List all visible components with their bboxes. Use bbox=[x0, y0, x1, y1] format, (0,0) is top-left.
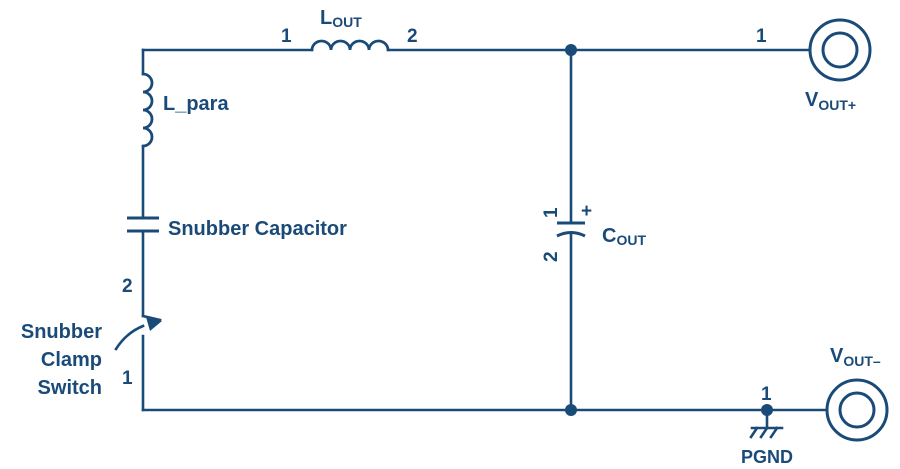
switch-pointer bbox=[114, 324, 145, 351]
switch-pin1: 1 bbox=[122, 368, 133, 389]
vout-plus-terminal-outer[interactable] bbox=[808, 18, 872, 82]
junction-dot-top bbox=[565, 44, 577, 56]
vout-minus-terminal-outer[interactable] bbox=[825, 378, 889, 442]
vout-minus-pin: 1 bbox=[761, 384, 772, 405]
vout-minus-terminal-inner bbox=[838, 391, 876, 429]
pgnd-hatch bbox=[749, 426, 779, 439]
vout-plus-terminal-inner bbox=[821, 31, 859, 69]
vout-plus-pin: 1 bbox=[756, 26, 767, 47]
lout-inductor bbox=[310, 39, 390, 52]
cout-polarity: + bbox=[581, 201, 592, 222]
junction-dot-bottom bbox=[565, 404, 577, 416]
snubber-capacitor-label: Snubber Capacitor bbox=[168, 218, 347, 240]
cout-pin2: 2 bbox=[541, 251, 562, 262]
lout-label: LOUT bbox=[320, 7, 362, 30]
vout-plus-label: VOUT+ bbox=[805, 89, 856, 113]
l-para-label: L_para bbox=[163, 93, 229, 115]
cout-pin1: 1 bbox=[541, 207, 562, 218]
vout-minus-label: VOUT– bbox=[830, 345, 881, 369]
lout-pin1: 1 bbox=[281, 26, 292, 47]
switch-blade bbox=[141, 314, 162, 322]
cout-label: COUT bbox=[602, 225, 646, 248]
pgnd-label: PGND bbox=[741, 447, 793, 467]
switch-label-line1: Snubber bbox=[21, 321, 102, 343]
switch-label-line3: Switch bbox=[38, 377, 102, 399]
switch-label-line2: Clamp bbox=[41, 349, 102, 371]
lout-pin2: 2 bbox=[407, 26, 418, 47]
switch-pin2: 2 bbox=[122, 276, 133, 297]
switch-arrowhead bbox=[146, 317, 162, 331]
l-para-inductor bbox=[141, 72, 154, 148]
